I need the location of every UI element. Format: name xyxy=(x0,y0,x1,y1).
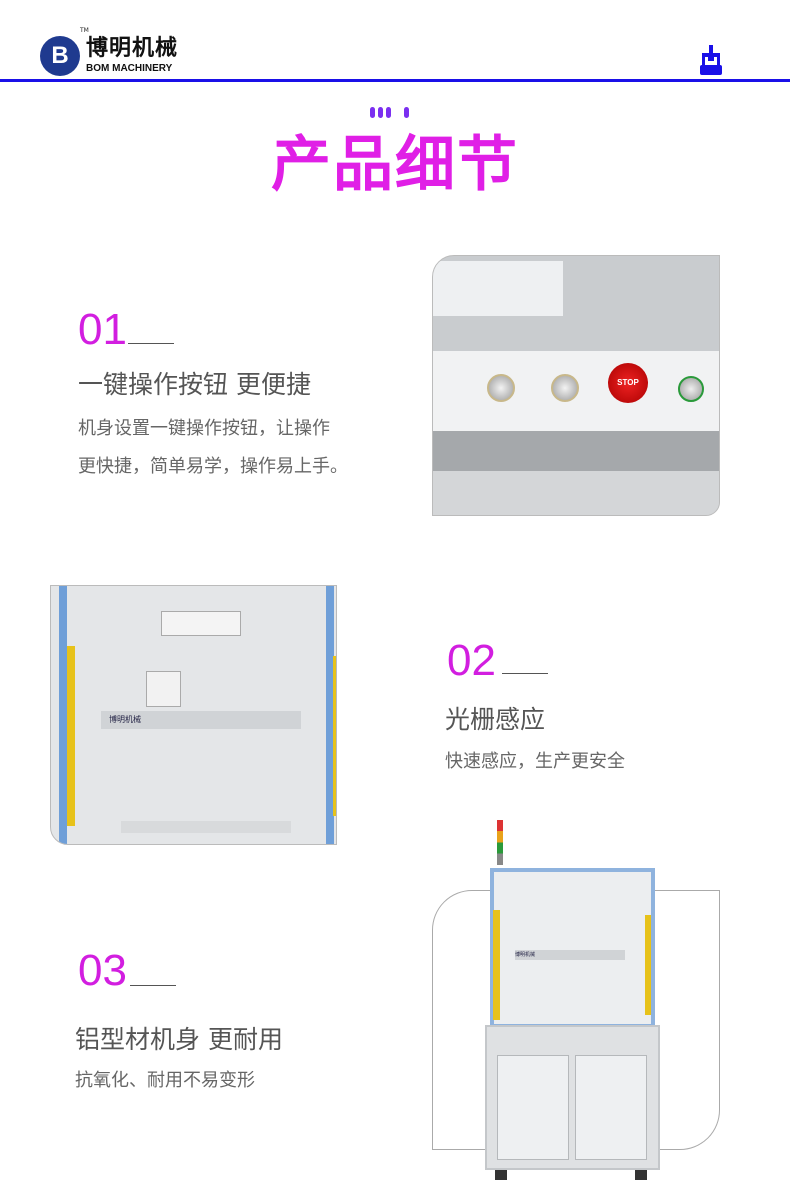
light-curtain-photo: 博明机械 xyxy=(50,585,337,845)
feature-heading: 光栅感应 xyxy=(445,705,546,734)
number-underline xyxy=(502,673,548,674)
machine-icon xyxy=(700,45,722,75)
button-panel-photo: STOP xyxy=(432,255,720,516)
feature-number: 03 xyxy=(78,946,127,995)
page-title: 产品细节 xyxy=(271,130,519,200)
feature-heading: 铝型材机身 更耐用 xyxy=(75,1025,283,1054)
feature-number: 01 xyxy=(78,305,127,354)
logo-english-name: BOM MACHINERY xyxy=(86,63,173,74)
feature-number: 02 xyxy=(447,636,496,685)
machine-photo: 博明机械 xyxy=(485,820,660,1180)
feature-heading: 一键操作按钮 更便捷 xyxy=(78,370,311,399)
logo-chinese-name: 博明机械 xyxy=(86,36,179,61)
feature-desc-line: 机身设置一键操作按钮，让操作 xyxy=(78,418,330,439)
emergency-stop-button: STOP xyxy=(608,363,648,403)
feature-desc-line: 快速感应，生产更安全 xyxy=(445,751,625,772)
decorative-dots xyxy=(370,107,409,118)
machine-logo-plate: 博明机械 xyxy=(515,950,625,960)
number-underline xyxy=(128,343,174,344)
trademark: TM xyxy=(80,27,89,34)
feature-desc-line: 抗氧化、耐用不易变形 xyxy=(75,1070,255,1091)
header-divider xyxy=(0,79,790,82)
feature-desc-line: 更快捷，简单易学，操作易上手。 xyxy=(78,456,348,477)
machine-logo-plate: 博明机械 xyxy=(101,711,301,729)
number-underline xyxy=(130,985,176,986)
logo-mark: B xyxy=(40,36,80,76)
